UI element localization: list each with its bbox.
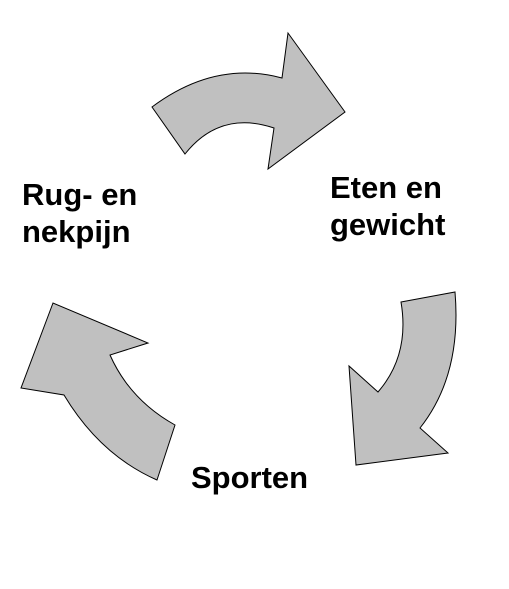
node-label-eten-en-gewicht: Eten en gewicht bbox=[330, 169, 445, 243]
node-label-line: nekpijn bbox=[22, 214, 131, 249]
node-label-rug-en-nekpijn: Rug- en nekpijn bbox=[22, 176, 137, 250]
node-label-line: Rug- en bbox=[22, 177, 138, 212]
arrow-sporten-to-rug bbox=[20, 302, 176, 481]
node-label-sporten: Sporten bbox=[191, 459, 308, 496]
node-label-line: Sporten bbox=[191, 460, 309, 495]
node-label-line: gewicht bbox=[330, 207, 446, 242]
arrow-rug-to-eten bbox=[151, 31, 346, 171]
arrow-eten-to-sporten bbox=[348, 291, 457, 466]
node-label-line: Eten en bbox=[330, 170, 442, 205]
